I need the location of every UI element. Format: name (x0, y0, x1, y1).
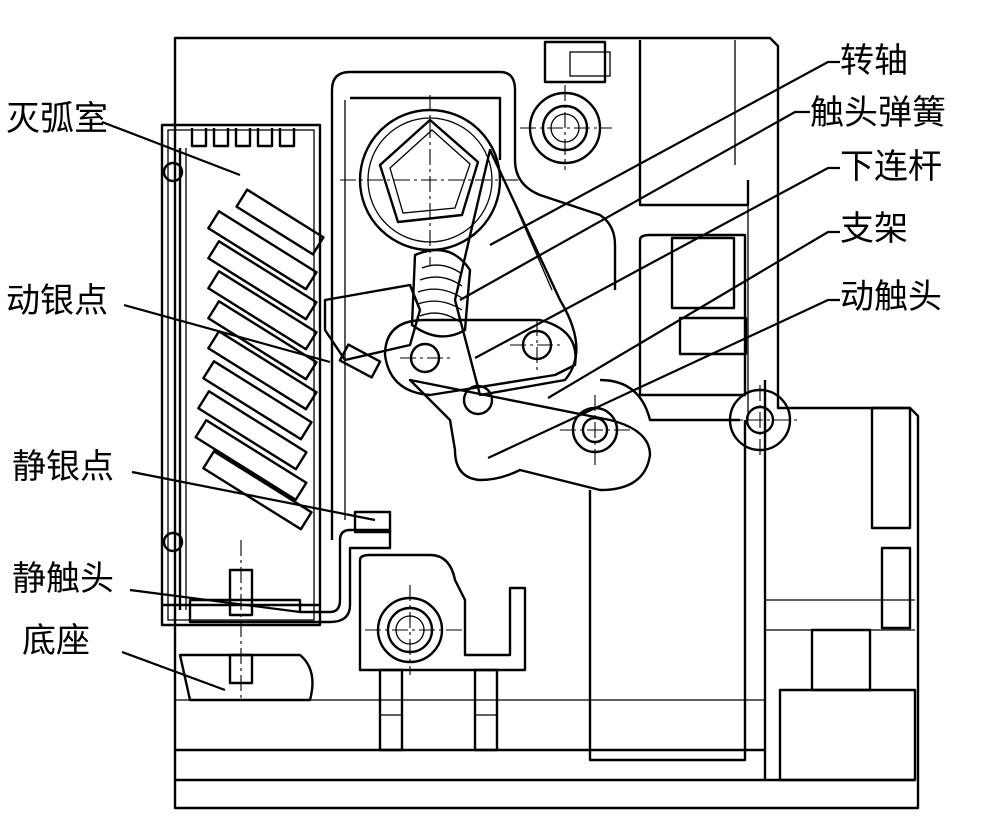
leader-lines (101, 60, 840, 692)
label-moving-contact: 动触头 (840, 277, 942, 317)
lower-link (383, 318, 577, 397)
label-lower-link: 下连杆 (840, 147, 942, 187)
contact-spring (410, 248, 472, 338)
leader-moving-contact (487, 298, 840, 459)
base-foot (178, 653, 314, 702)
leader-static-silver-point (131, 470, 376, 522)
right-mechanism (638, 233, 800, 455)
static-contact (188, 510, 392, 700)
label-arc-chamber: 灭弧室 (6, 99, 108, 139)
leader-contact-spring (459, 110, 810, 301)
top-pivot (520, 85, 612, 170)
leader-arc-chamber (101, 120, 241, 177)
lower-pivot-block (358, 553, 527, 752)
arc-splitter-plates (194, 188, 325, 531)
text-labels: 灭弧室 动银点 静银点 静触头 底座 转轴 触头弹簧 下连杆 支架 动触头 (6, 41, 946, 661)
label-static-silver-point: 静银点 (12, 447, 114, 487)
label-static-contact: 静触头 (12, 559, 114, 599)
leader-static-contact (129, 588, 301, 614)
shaft (340, 95, 520, 265)
leader-shaft (489, 60, 840, 246)
leader-moving-silver-point (123, 303, 331, 364)
leader-base (121, 650, 226, 692)
label-base: 底座 (22, 621, 90, 661)
shaft-link-arm (453, 148, 578, 397)
label-bracket: 支架 (840, 209, 908, 249)
housing-outline (173, 36, 920, 810)
moving-contact (323, 283, 652, 492)
upper-frame (330, 70, 617, 540)
arc-chamber (160, 123, 325, 627)
bracket (588, 378, 747, 762)
label-moving-silver-point: 动银点 (6, 281, 108, 321)
label-contact-spring: 触头弹簧 (810, 93, 946, 133)
label-shaft: 转轴 (840, 41, 908, 81)
leader-bracket (547, 230, 840, 399)
leader-lower-link (474, 166, 840, 359)
